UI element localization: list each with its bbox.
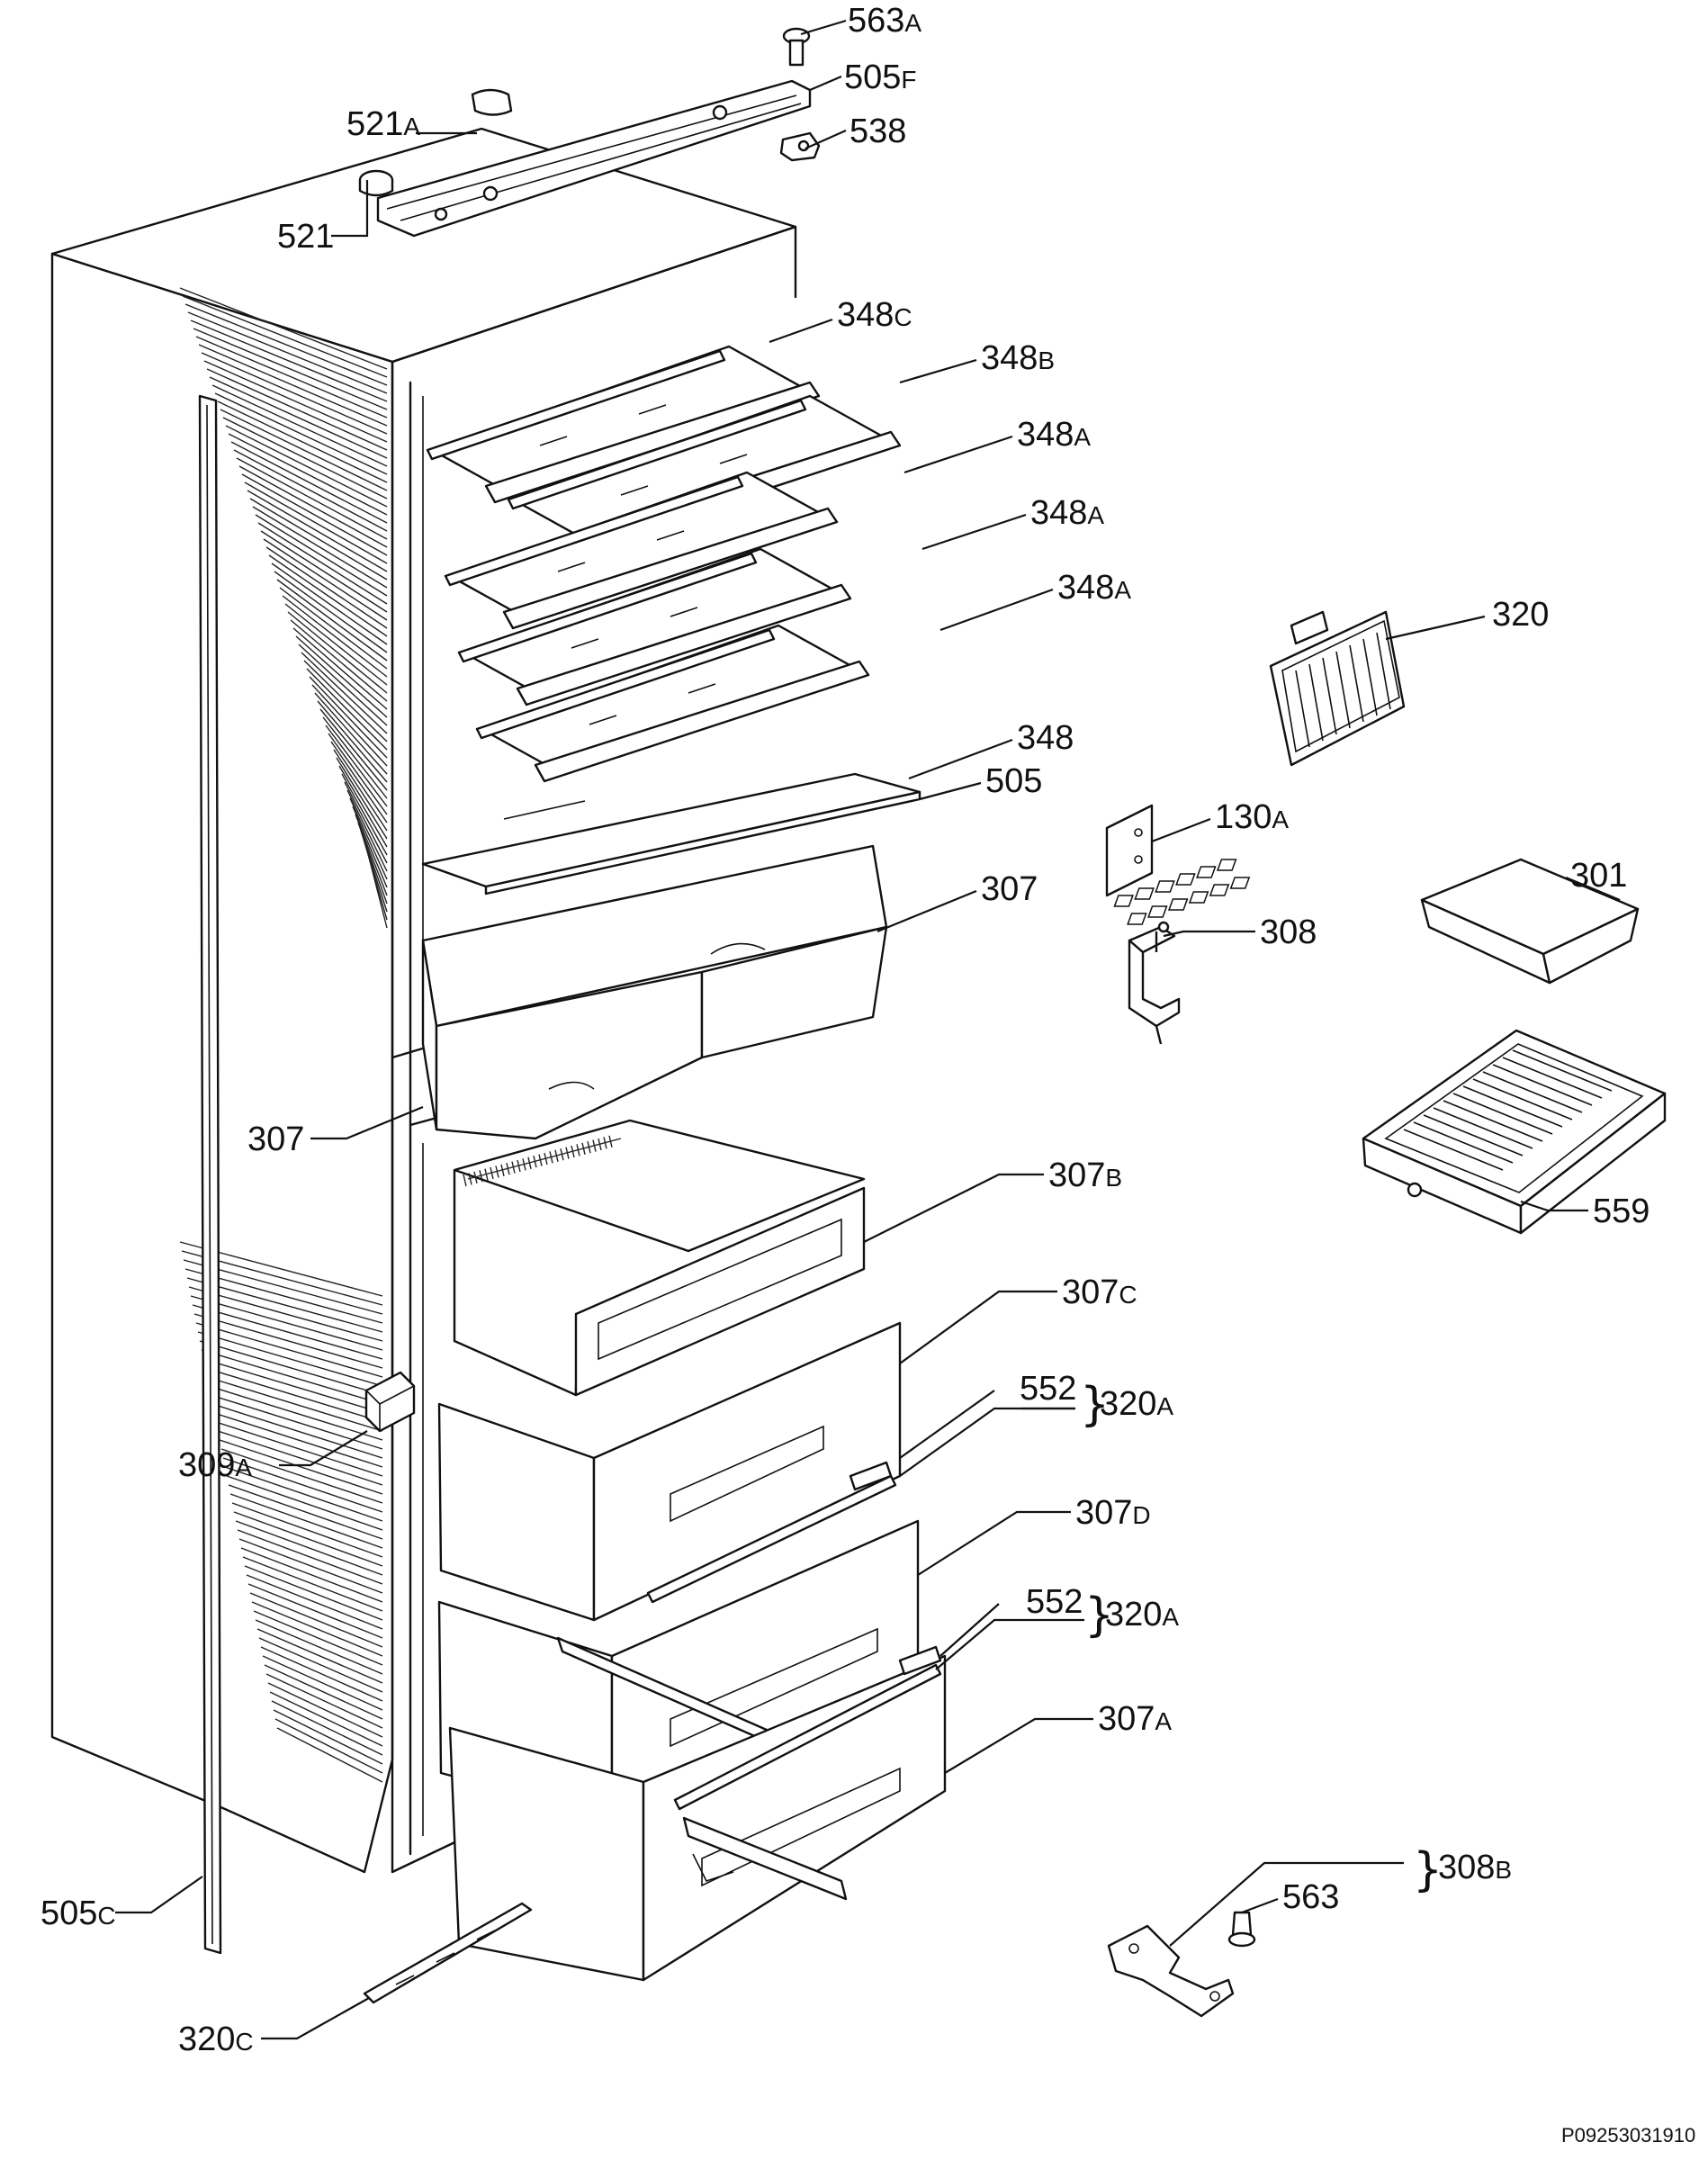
label-505c: 505C bbox=[40, 1894, 116, 1932]
label-307c: 307C bbox=[1062, 1274, 1137, 1311]
hinge-538 bbox=[779, 131, 821, 162]
label-521: 521 bbox=[277, 218, 334, 256]
label-505: 505 bbox=[985, 762, 1042, 800]
label-348b: 348B bbox=[981, 339, 1055, 377]
label-505f: 505F bbox=[844, 58, 917, 96]
top-cover bbox=[376, 79, 812, 238]
label-538: 538 bbox=[850, 112, 906, 150]
shelf-348-plain bbox=[421, 772, 921, 896]
glass-shelf bbox=[444, 471, 839, 630]
cap-521 bbox=[358, 169, 394, 197]
reference-code: P09253031910 bbox=[1561, 2124, 1695, 2146]
label-320a-upper: 320A bbox=[1100, 1385, 1173, 1423]
cover-grille-320 bbox=[1269, 610, 1406, 767]
label-308: 308 bbox=[1260, 914, 1317, 951]
label-308b: 308B bbox=[1438, 1849, 1512, 1886]
label-307a: 307A bbox=[1098, 1700, 1172, 1738]
glass-shelf bbox=[426, 345, 821, 504]
label-320: 320 bbox=[1492, 596, 1549, 634]
handle-309a bbox=[364, 1371, 416, 1433]
label-307d: 307D bbox=[1075, 1494, 1151, 1532]
label-348: 348 bbox=[1017, 719, 1074, 757]
label-552-upper: 552 bbox=[1020, 1370, 1076, 1408]
label-301: 301 bbox=[1570, 857, 1627, 895]
label-521a: 521A bbox=[346, 105, 420, 143]
fridge-cabinet bbox=[50, 127, 797, 1874]
glass-shelf bbox=[457, 547, 852, 706]
freezer-drawer-307c bbox=[437, 1321, 902, 1622]
label-563a-top: 563A bbox=[848, 2, 921, 40]
leader-lines bbox=[115, 19, 1621, 2040]
label-552-lower: 552 bbox=[1026, 1583, 1083, 1621]
hinge-308 bbox=[1128, 921, 1181, 1045]
label-320c: 320C bbox=[178, 2020, 254, 2058]
screw-563 bbox=[1227, 1911, 1256, 1948]
label-307b: 307B bbox=[1048, 1156, 1122, 1194]
label-348c: 348C bbox=[837, 296, 912, 334]
hinge-308b bbox=[1107, 1924, 1235, 2018]
ice-cube-tray-301 bbox=[1113, 858, 1640, 985]
brace-lower: } bbox=[1084, 1588, 1114, 1642]
label-307-upper: 307 bbox=[981, 870, 1038, 908]
cap-521a bbox=[471, 88, 513, 116]
label-130a: 130A bbox=[1215, 798, 1289, 836]
label-348a-3: 348A bbox=[1057, 569, 1131, 607]
brace-upper: } bbox=[1080, 1378, 1110, 1432]
cabinet-side-shading bbox=[179, 287, 388, 1783]
part-labels: 563A 505F 521A 538 521 348C 348B 348A 34… bbox=[40, 2, 1695, 2146]
label-348a-1: 348A bbox=[1017, 416, 1091, 454]
label-307-left: 307 bbox=[247, 1120, 304, 1158]
label-559: 559 bbox=[1593, 1192, 1650, 1230]
label-348a-2: 348A bbox=[1030, 494, 1104, 532]
label-320a-lower: 320A bbox=[1105, 1596, 1179, 1634]
door-gasket bbox=[198, 394, 222, 1955]
drawer-rail-552-lower bbox=[673, 1645, 942, 1811]
drawer-rail-552-upper bbox=[646, 1461, 897, 1604]
screw-563a bbox=[782, 27, 811, 67]
ice-tray-559 bbox=[1362, 1029, 1667, 1235]
glass-shelves bbox=[426, 345, 902, 783]
brace-308b: } bbox=[1413, 1843, 1443, 1897]
glass-shelf bbox=[475, 624, 870, 783]
label-563: 563 bbox=[1282, 1878, 1339, 1916]
spacer-320c bbox=[363, 1902, 533, 2004]
freezer-drawer-307b bbox=[453, 1119, 866, 1397]
label-309a: 309A bbox=[178, 1446, 252, 1484]
hinge-cover-130a bbox=[1105, 804, 1154, 897]
crisper-drawers bbox=[421, 844, 888, 1140]
